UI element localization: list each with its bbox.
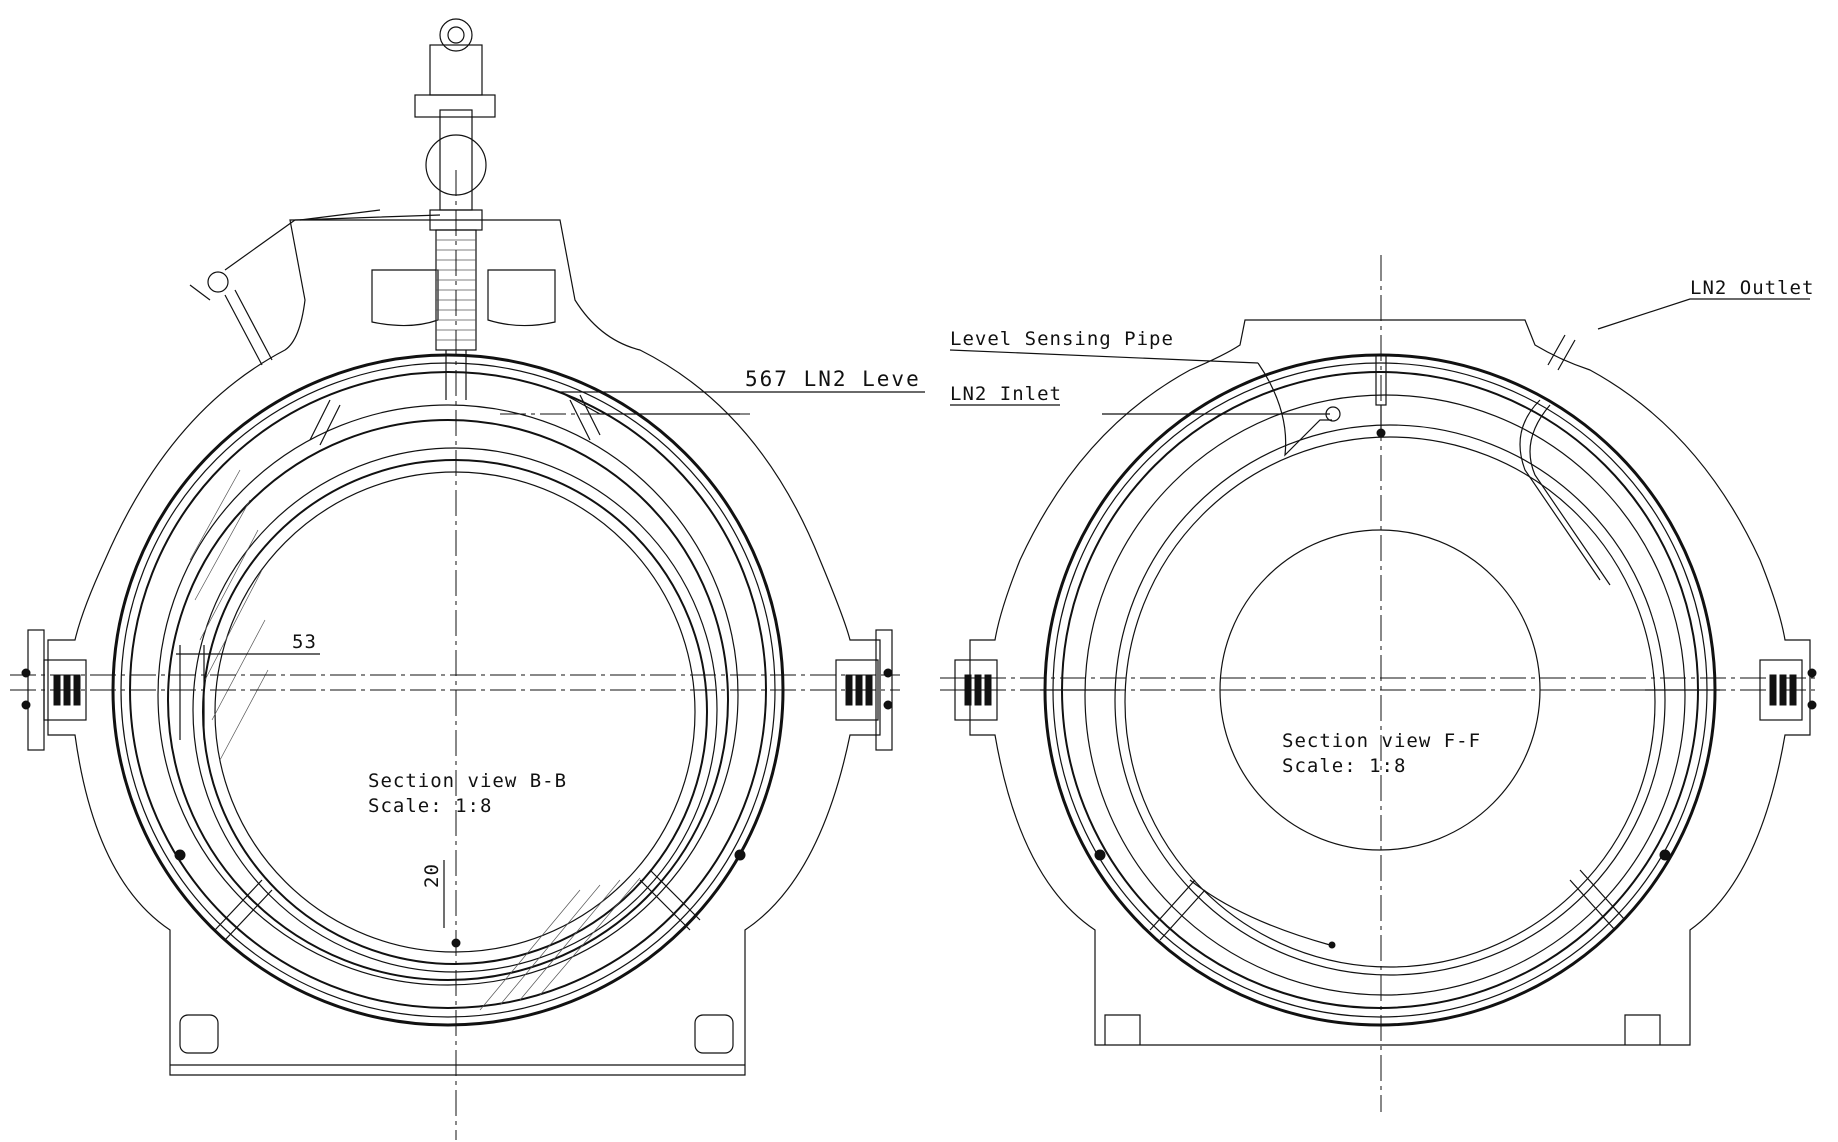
- f-ring-mid-1: [1084, 394, 1686, 996]
- section-b-scale: Scale: 1:8: [368, 795, 492, 817]
- ln2-inlet-label: LN2 Inlet: [950, 383, 1062, 405]
- support-pad-lower-right: [734, 849, 746, 861]
- section-f-title: Section view F-F: [1282, 730, 1481, 752]
- feedthrough-assembly: [299, 18, 496, 400]
- ring-inner-2: [202, 459, 708, 965]
- ring-mid-2: [167, 419, 729, 981]
- top-fitting-f: [1368, 354, 1392, 438]
- level-sensing-pipe-label: Level Sensing Pipe: [950, 328, 1174, 350]
- foot-right-f: [1624, 1014, 1661, 1045]
- level-sensing-end: [1328, 941, 1336, 949]
- f-support-pad-left: [1094, 849, 1106, 861]
- f-strut-bottom-left: [1149, 879, 1206, 941]
- level-sensing-pipe-shape: [1257, 362, 1332, 457]
- housing-outline-b: [47, 219, 881, 1076]
- housing-outline-f: [969, 319, 1811, 1046]
- ln2-inlet-port: [1325, 406, 1341, 422]
- dim-53-label: 53: [292, 631, 317, 653]
- ln2-level-label: 567 LN2 Leve: [745, 367, 921, 391]
- ring-inner-1: [192, 447, 718, 973]
- top-window-left: [371, 269, 439, 327]
- f-ring-mid-2: [1114, 424, 1666, 976]
- strut-bottom-right: [639, 869, 701, 931]
- ring-mid-1: [157, 404, 739, 986]
- strut-bottom-left: [214, 879, 273, 941]
- valve-upper-left: [189, 214, 441, 366]
- ln2-outlet-label: LN2 Outlet: [1690, 277, 1814, 299]
- ln2-outlet-leader: [1597, 298, 1810, 330]
- section-f-scale: Scale: 1:8: [1282, 755, 1406, 777]
- ln2-outlet-pipe-shape: [1519, 334, 1611, 586]
- ring-inner-3: [214, 471, 696, 953]
- foot-left: [179, 1014, 219, 1054]
- strut-top-left: [309, 399, 341, 446]
- section-b-title: Section view B-B: [368, 770, 567, 792]
- f-ring-mid-3: [1124, 436, 1656, 968]
- strut-top-right: [569, 394, 601, 441]
- foot-right: [694, 1014, 734, 1054]
- level-sensing-leader: [949, 349, 1259, 364]
- hatch-region-bottom: [479, 877, 641, 1011]
- foot-left-f: [1104, 1014, 1141, 1045]
- dim-20-label: 20: [421, 863, 443, 888]
- f-support-pad-right: [1659, 849, 1671, 861]
- support-pad-lower-left: [174, 849, 186, 861]
- section-view-f-f: Level Sensing Pipe LN2 Inlet LN2 Outlet …: [940, 255, 1818, 1112]
- ln2-level-callout-pipe: [559, 391, 740, 415]
- top-window-right: [487, 269, 556, 327]
- hatch-region-left: [189, 469, 269, 761]
- f-strut-bottom-right: [1569, 869, 1626, 931]
- level-sensing-pipe-lower: [1189, 879, 1331, 946]
- section-view-b-b: 567 LN2 Leve 53 20 Section view B-B Scal…: [10, 18, 925, 1140]
